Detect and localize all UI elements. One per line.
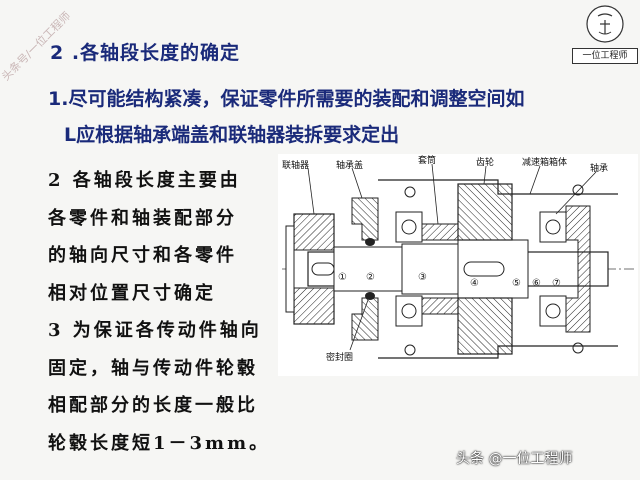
footer-attribution: 头条 @一位工程师 xyxy=(456,451,573,467)
brand-logo: 一位工程师 xyxy=(572,2,638,64)
body-line: 的轴向尺寸和各零件 xyxy=(48,245,237,266)
logo-text: 一位工程师 xyxy=(572,48,638,64)
point-1-line-1: 1.尽可能结构紧凑，保证零件所需要的装配和调整空间如 xyxy=(48,88,525,110)
section-number: ⑤ xyxy=(512,278,521,289)
body-line: 轮毂长度短1－3mm。 xyxy=(48,432,271,454)
section-number: ④ xyxy=(470,278,479,289)
label-coupling: 联轴器 xyxy=(282,159,309,171)
section-number: ② xyxy=(366,272,375,283)
shaft-assembly-drawing: 联轴器 轴承盖 套筒 齿轮 减速箱箱体 轴承 密封圈 ① ② ③ ④ ⑤ ⑥ ⑦ xyxy=(282,154,634,363)
body-text: 2 各轴段长度主要由 各零件和轴装配部分 的轴向尺寸和各零件 相对位置尺寸确定 … xyxy=(48,162,276,462)
slide-title: 2 .各轴段长度的确定 xyxy=(50,42,241,64)
section-number: ① xyxy=(338,272,347,283)
logo-emblem-icon xyxy=(586,5,624,43)
body-line: 2 各轴段长度主要由 xyxy=(48,170,241,191)
label-seal: 密封圈 xyxy=(326,351,353,363)
label-reducer-box: 减速箱箱体 xyxy=(522,156,567,168)
point-1-line-2: L应根据轴承端盖和联轴器装拆要求定出 xyxy=(64,124,400,146)
label-bearing: 轴承 xyxy=(590,162,608,174)
section-number: ③ xyxy=(418,272,427,283)
section-number: ⑦ xyxy=(552,278,561,289)
label-gear: 齿轮 xyxy=(476,156,494,168)
section-number: ⑥ xyxy=(532,278,541,289)
label-bearing-cover: 轴承盖 xyxy=(336,159,363,171)
body-line: 相配部分的长度一般比 xyxy=(48,395,258,416)
shaft-assembly-diagram: 联轴器 轴承盖 套筒 齿轮 减速箱箱体 轴承 密封圈 ① ② ③ ④ ⑤ ⑥ ⑦ xyxy=(278,154,638,376)
body-line: 固定，轴与传动件轮毂 xyxy=(48,357,258,379)
body-line: 相对位置尺寸确定 xyxy=(48,282,216,304)
body-line: 各零件和轴装配部分 xyxy=(48,207,237,229)
label-sleeve: 套筒 xyxy=(418,154,436,166)
body-line: 3 为保证各传动件轴向 xyxy=(48,320,262,341)
